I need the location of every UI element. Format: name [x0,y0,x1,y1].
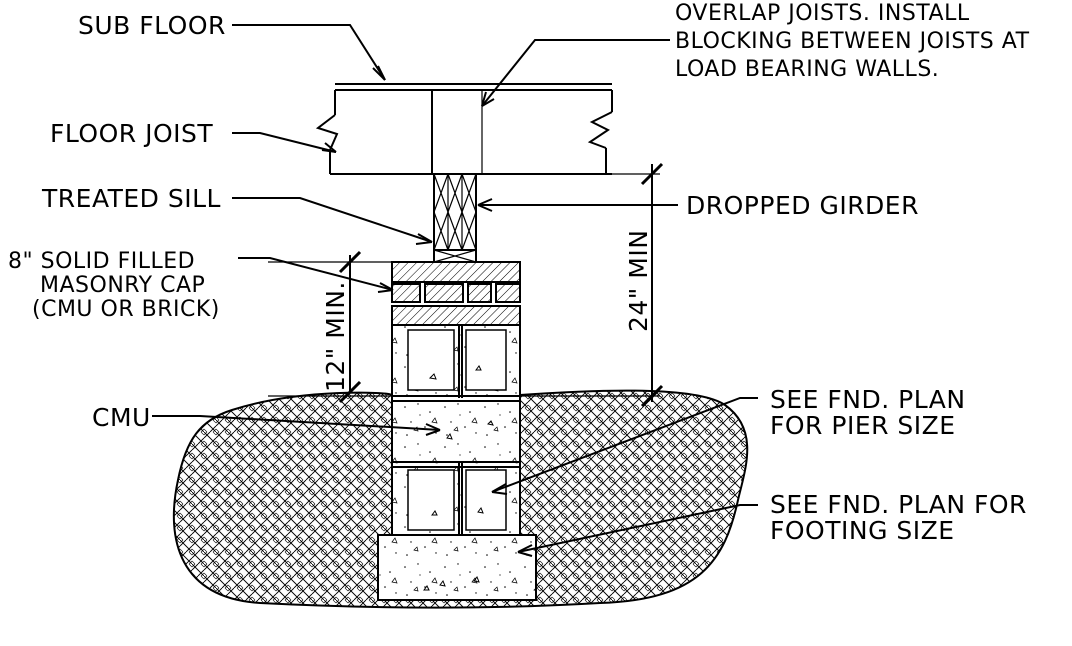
label-dim-12: 12" MIN. [321,281,350,392]
label-footing-line2: FOOTING SIZE [770,516,955,545]
masonry-cap [391,261,521,326]
dimension-12in [268,250,392,404]
label-dim-24: 24" MIN [624,230,653,332]
label-pier-line1: SEE FND. PLAN [770,385,966,414]
label-cmu: CMU [92,403,151,432]
label-dropped-girder: DROPPED GIRDER [686,191,919,220]
label-overlap-line2: BLOCKING BETWEEN JOISTS AT [675,29,1030,54]
footing [377,534,537,601]
label-cap-line1: 8" SOLID FILLED [8,249,195,274]
label-floor-joist: FLOOR JOIST [50,119,213,148]
dimension-24in [520,162,664,408]
label-footing-line1: SEE FND. PLAN FOR [770,490,1027,519]
treated-sill [433,249,477,263]
cmu-pier [391,324,521,591]
dropped-girder [433,173,477,251]
label-overlap-line3: LOAD BEARING WALLS. [675,57,939,82]
floor-system [315,83,613,175]
leader-lines [152,24,758,557]
label-overlap-line1: OVERLAP JOISTS. INSTALL [675,1,970,26]
label-treated-sill: TREATED SILL [41,184,221,213]
label-cap-line3: (CMU OR BRICK) [32,297,220,322]
label-cap-line2: MASONRY CAP [40,273,205,298]
label-sub-floor: SUB FLOOR [78,11,226,40]
label-pier-line2: FOR PIER SIZE [770,411,956,440]
